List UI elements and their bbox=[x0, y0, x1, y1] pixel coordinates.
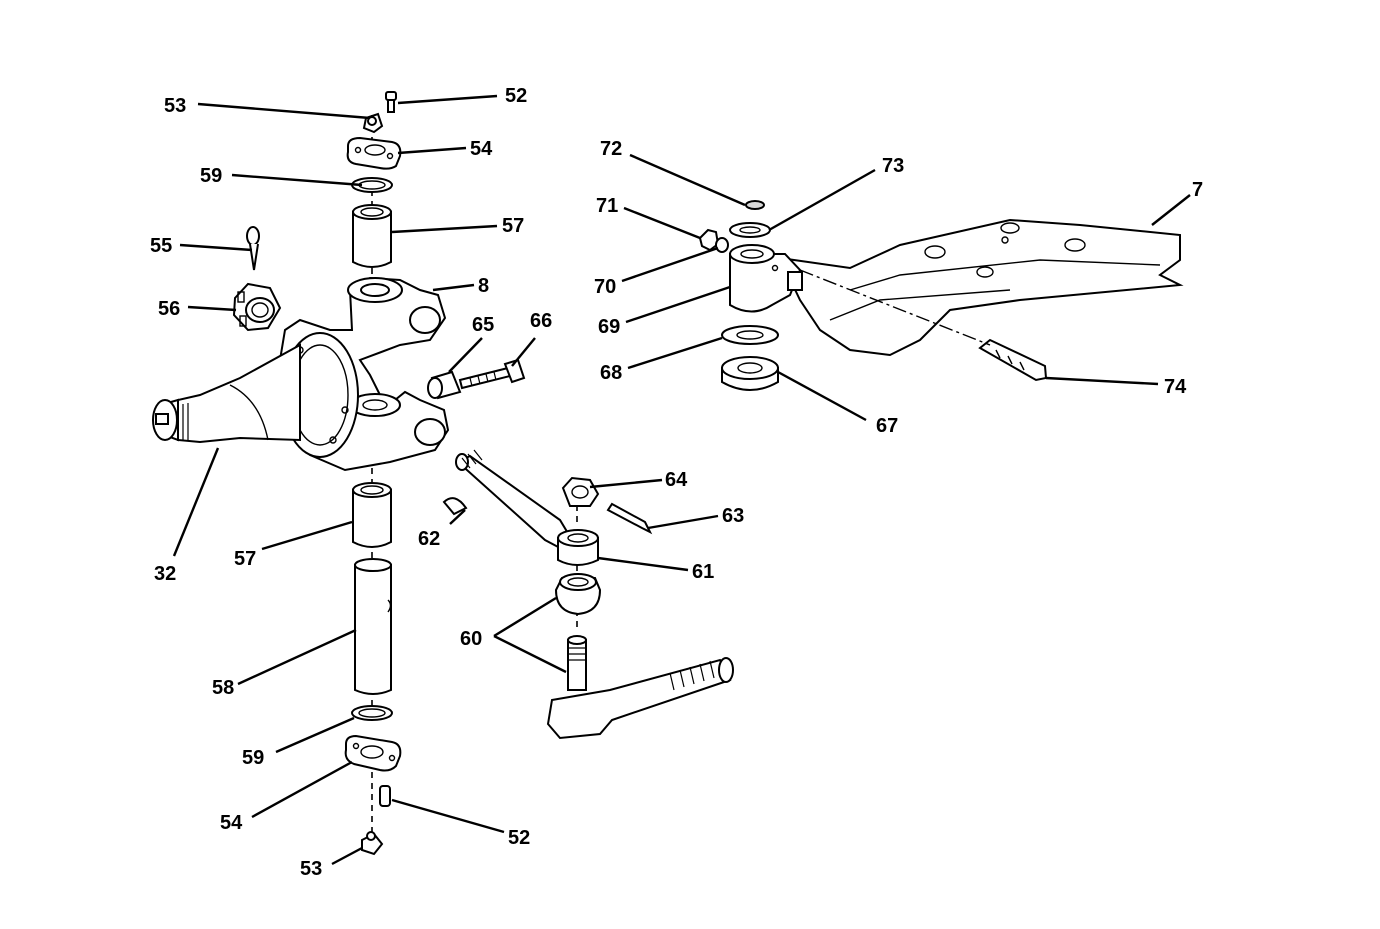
cotter-pin-63 bbox=[606, 502, 653, 535]
callout-57-top: 57 bbox=[502, 215, 524, 237]
woodruff-key-62 bbox=[442, 497, 468, 516]
cap-54-bottom bbox=[344, 734, 402, 772]
bushing-67 bbox=[721, 356, 779, 391]
castle-nut-64 bbox=[561, 476, 600, 507]
callout-53-bottom: 53 bbox=[300, 858, 322, 880]
pin-74 bbox=[978, 338, 1048, 382]
grease-fitting-53-bottom bbox=[361, 831, 384, 856]
callout-65: 65 bbox=[472, 314, 494, 336]
steering-knuckle-8 bbox=[278, 276, 450, 472]
callout-56: 56 bbox=[158, 298, 180, 320]
axle-beam-7 bbox=[778, 218, 1184, 357]
callout-7: 7 bbox=[1192, 179, 1203, 201]
snap-ring-72 bbox=[745, 200, 765, 210]
callout-60: 60 bbox=[460, 628, 482, 650]
cotter-pin-55 bbox=[246, 226, 260, 271]
callout-8: 8 bbox=[478, 275, 489, 297]
callout-66: 66 bbox=[530, 310, 552, 332]
bushing-57-top bbox=[352, 204, 392, 268]
castle-nut-56 bbox=[232, 282, 282, 332]
callout-58: 58 bbox=[212, 677, 234, 699]
callout-67: 67 bbox=[876, 415, 898, 437]
pin-axis bbox=[799, 269, 991, 346]
callout-68: 68 bbox=[600, 362, 622, 384]
washer-70 bbox=[715, 237, 729, 253]
callout-61: 61 bbox=[692, 561, 714, 583]
callout-52-top: 52 bbox=[505, 85, 527, 107]
dust-seal-60 bbox=[554, 573, 602, 616]
callout-53-top: 53 bbox=[164, 95, 186, 117]
callout-55: 55 bbox=[150, 235, 172, 257]
callout-62: 62 bbox=[418, 528, 440, 550]
callout-63: 63 bbox=[722, 505, 744, 527]
callout-32: 32 bbox=[154, 563, 176, 585]
callout-54-bottom: 54 bbox=[220, 812, 243, 834]
leader-lines bbox=[172, 94, 1191, 866]
bushing-61 bbox=[557, 529, 599, 566]
callout-70: 70 bbox=[594, 276, 616, 298]
spindle-32 bbox=[152, 343, 301, 444]
cap-54-top bbox=[346, 136, 402, 170]
washer-68 bbox=[721, 325, 779, 345]
seal-59-bottom bbox=[351, 705, 393, 721]
tie-rod-arm bbox=[455, 449, 574, 550]
callout-59-bottom: 59 bbox=[242, 747, 264, 769]
callout-72: 72 bbox=[600, 138, 622, 160]
bolt-66 bbox=[458, 358, 526, 390]
callout-54-top: 54 bbox=[470, 138, 493, 160]
king-pin-58 bbox=[354, 558, 392, 695]
callout-73: 73 bbox=[882, 155, 904, 177]
callout-74: 74 bbox=[1164, 376, 1187, 398]
bushing-65 bbox=[427, 370, 462, 400]
callout-52-bottom: 52 bbox=[508, 827, 530, 849]
callout-64: 64 bbox=[665, 469, 688, 491]
bolt-52-top bbox=[385, 91, 397, 113]
support-bracket-69 bbox=[729, 244, 803, 313]
callout-59-top: 59 bbox=[200, 165, 222, 187]
callout-57-bottom: 57 bbox=[234, 548, 256, 570]
bushing-57-bottom bbox=[352, 482, 392, 548]
callout-71: 71 bbox=[596, 195, 618, 217]
washer-73 bbox=[729, 222, 771, 238]
tie-rod-end-60 bbox=[546, 635, 734, 740]
bolt-52-bottom bbox=[379, 785, 391, 807]
callout-69: 69 bbox=[598, 316, 620, 338]
